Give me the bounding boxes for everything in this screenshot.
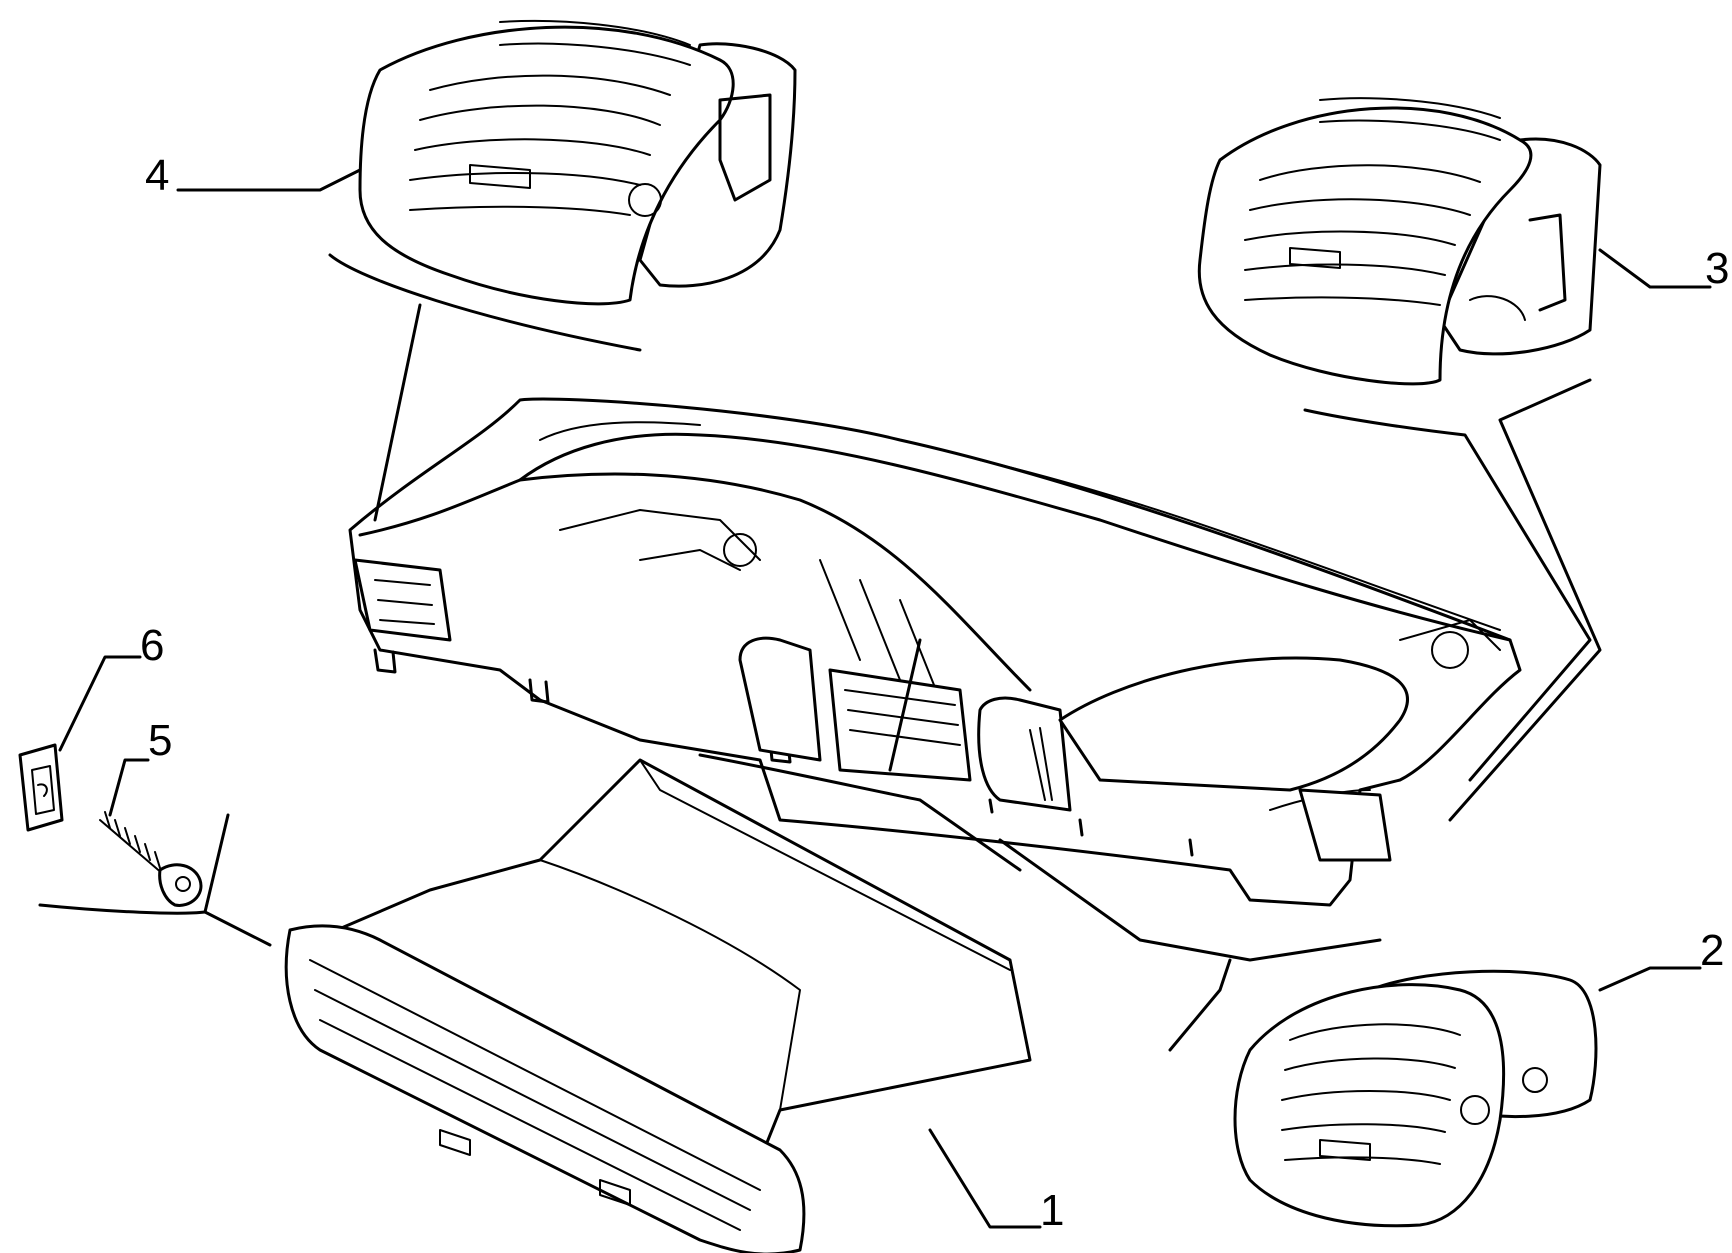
callout-2: 2 bbox=[1700, 926, 1724, 975]
leader-3 bbox=[1598, 248, 1712, 289]
dashboard-panel bbox=[348, 397, 1522, 907]
right-round-vent bbox=[1233, 969, 1598, 1228]
callout-1: 1 bbox=[1040, 1186, 1064, 1235]
leader-lines bbox=[38, 168, 1712, 1229]
callout-labels: 4 3 2 1 6 5 bbox=[140, 151, 1729, 1235]
callout-5: 5 bbox=[148, 716, 172, 765]
leader-5 bbox=[108, 758, 150, 817]
clip-nut bbox=[18, 743, 64, 832]
screw bbox=[99, 811, 203, 907]
callout-3: 3 bbox=[1705, 244, 1729, 293]
leader-6 bbox=[58, 655, 142, 752]
callout-6: 6 bbox=[140, 621, 164, 670]
leader-4 bbox=[176, 168, 362, 192]
leader-1 bbox=[928, 1128, 1042, 1229]
right-side-vent bbox=[1197, 97, 1602, 386]
left-side-vent bbox=[358, 19, 797, 306]
leader-2 bbox=[1598, 966, 1702, 992]
callout-4: 4 bbox=[145, 151, 169, 200]
center-vent-duct bbox=[284, 758, 1032, 1253]
